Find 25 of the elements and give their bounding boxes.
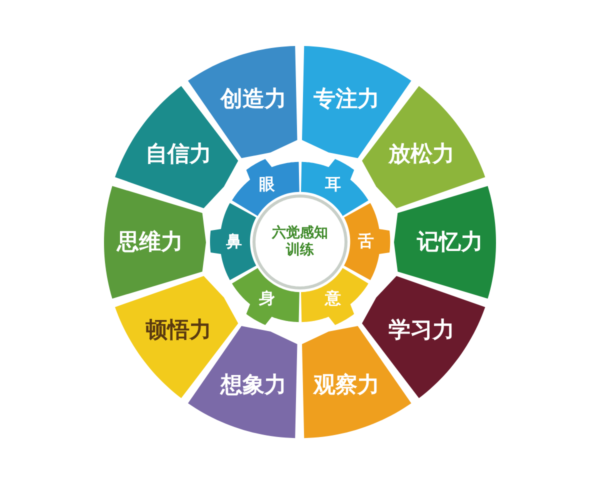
ring-segment — [394, 186, 496, 298]
segment-label: 自信力 — [146, 140, 212, 169]
segment-label: 记忆力 — [417, 228, 483, 257]
segment-label: 思维力 — [117, 228, 183, 257]
segment-label: 观察力 — [313, 372, 380, 400]
segment-label: 眼 — [258, 174, 275, 196]
gear-segment — [210, 203, 256, 281]
segment-label: 舌 — [358, 231, 374, 252]
segment-label: 意 — [324, 288, 341, 310]
ring-segment — [104, 186, 206, 298]
segment-label: 想象力 — [220, 372, 287, 400]
gear-segment — [344, 203, 390, 281]
segment-label: 鼻 — [226, 231, 242, 252]
segment-label: 创造力 — [220, 86, 287, 114]
segment-label: 专注力 — [313, 86, 380, 114]
gear-segment — [301, 159, 368, 216]
segment-label: 学习力 — [388, 317, 454, 346]
center-label: 六觉感知训练 — [271, 225, 329, 259]
segment-label: 耳 — [324, 174, 341, 196]
gear-segment — [232, 159, 299, 216]
segment-label: 身 — [258, 288, 275, 310]
gear-segment — [301, 268, 368, 325]
segment-label: 顿悟力 — [146, 317, 212, 346]
segment-label: 放松力 — [388, 140, 454, 169]
gear-segment — [232, 268, 299, 325]
